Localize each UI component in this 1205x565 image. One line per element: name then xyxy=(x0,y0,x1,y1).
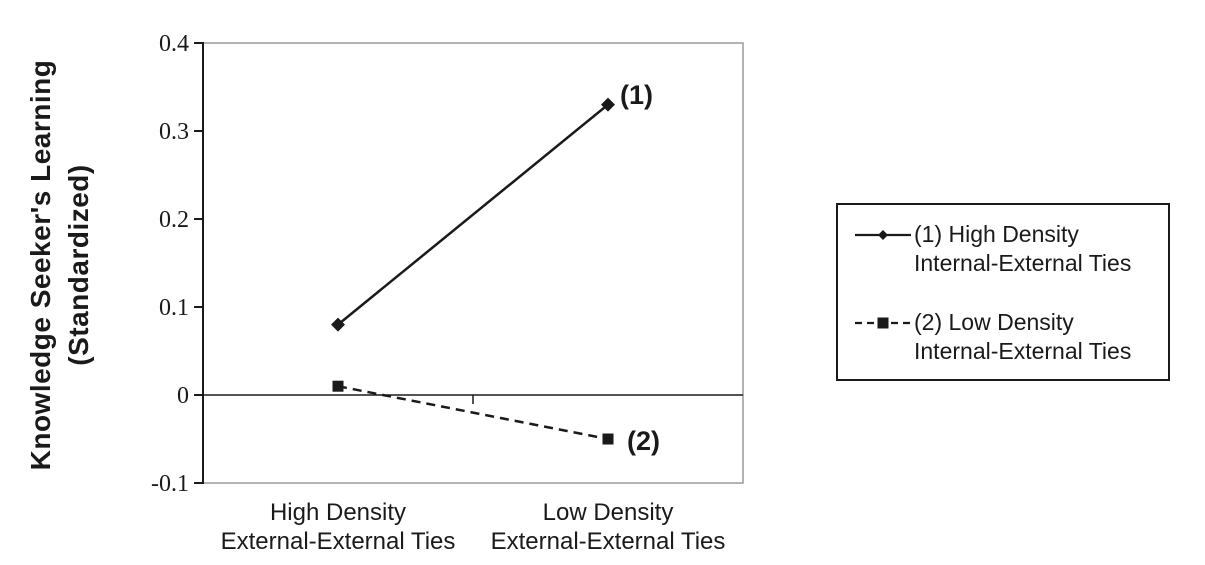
legend-square-marker-icon xyxy=(877,317,889,329)
y-tick-label: 0.2 xyxy=(159,207,189,233)
series-line-dashed xyxy=(337,384,609,441)
series2-point-annotation: (2) xyxy=(627,426,660,456)
x-category-label-2-line1: Low Density xyxy=(542,499,674,526)
x-category-label-1: High Density External-External Ties xyxy=(203,498,473,556)
legend-entry-2-line1: (2) Low Density xyxy=(914,309,1074,335)
legend-entry-2-label: (2) Low Density Internal-External Ties xyxy=(914,308,1131,366)
legend-entry-1-label: (1) High Density Internal-External Ties xyxy=(914,220,1131,278)
x-category-label-1-line2: External-External Ties xyxy=(220,528,456,555)
y-axis-title-line1: Knowledge Seeker's Learning xyxy=(25,59,56,471)
legend-entry-1-line2: Internal-External Ties xyxy=(914,250,1132,276)
square-marker xyxy=(602,433,614,445)
square-marker xyxy=(332,380,344,392)
solid-line-diamond-marker-sample xyxy=(855,230,911,240)
legend-box: (1) High Density Internal-External Ties … xyxy=(836,203,1170,381)
x-category-label-2: Low Density External-External Ties xyxy=(473,498,743,556)
y-axis-title: Knowledge Seeker's Learning (Standardize… xyxy=(22,15,102,515)
y-tick-label: 0 xyxy=(177,383,189,409)
diamond-marker xyxy=(331,317,345,332)
legend-entry-1-line1: (1) High Density xyxy=(914,221,1079,247)
y-tick-label: 0.4 xyxy=(159,31,189,57)
y-tick-label: -0.1 xyxy=(151,471,189,497)
dashed-line-square-marker-sample xyxy=(855,317,911,329)
y-axis-title-line2: (Standardized) xyxy=(63,164,94,366)
series1-point-annotation: (1) xyxy=(620,80,653,110)
plot-border xyxy=(202,42,744,484)
y-tick-label: 0.1 xyxy=(159,295,189,321)
x-category-label-2-line2: External-External Ties xyxy=(490,528,726,555)
diamond-marker xyxy=(601,97,615,112)
legend-entry-1: (1) High Density Internal-External Ties xyxy=(855,220,1168,278)
legend-entry-2-line2: Internal-External Ties xyxy=(914,338,1132,364)
series-line-solid xyxy=(337,103,609,326)
x-category-label-1-line1: High Density xyxy=(269,499,407,526)
legend-entry-2: (2) Low Density Internal-External Ties xyxy=(855,308,1168,366)
legend-diamond-marker-icon xyxy=(878,230,888,240)
y-tick-label: 0.3 xyxy=(159,119,189,145)
